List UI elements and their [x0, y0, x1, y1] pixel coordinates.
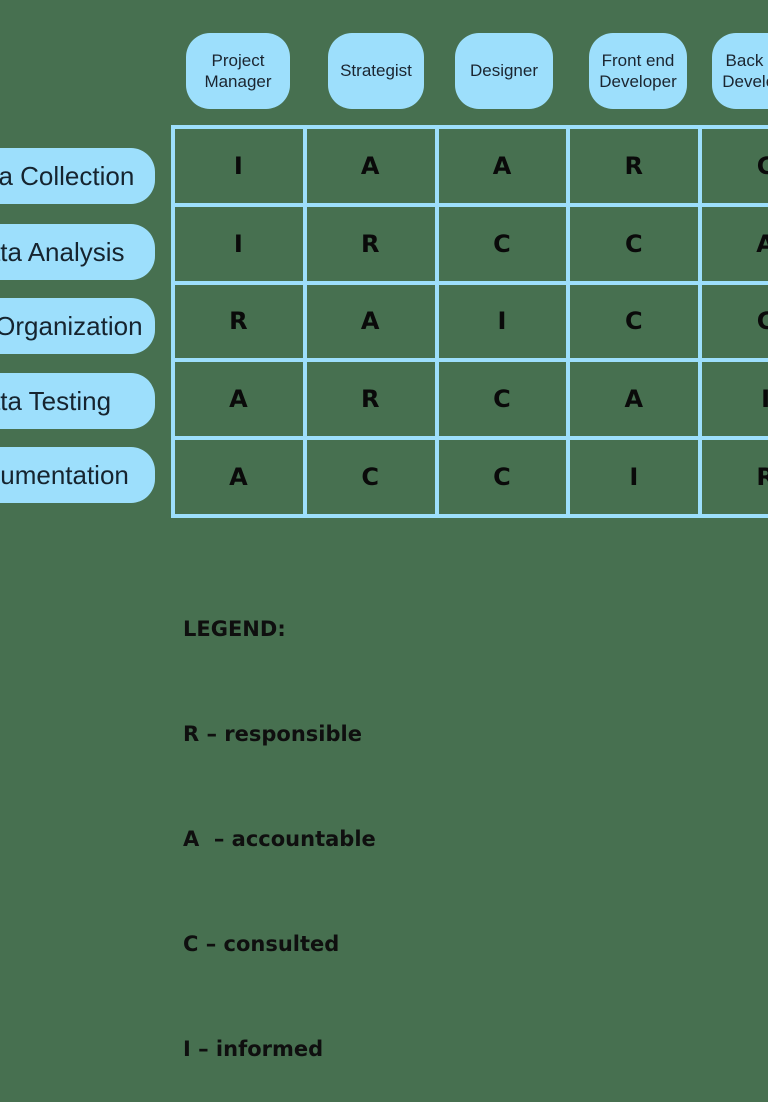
matrix-cell-r4-c2: C: [438, 440, 567, 514]
row-label-data-testing: Data Testing: [0, 373, 155, 429]
row-label-data-analysis: Data Analysis: [0, 224, 155, 280]
legend: LEGEND: R – responsible A – accountable …: [183, 542, 376, 1102]
raci-matrix-grid: I A A R C I R C C A R A I C C A R C A I …: [171, 125, 768, 518]
row-label-data-collection: Data Collection: [0, 148, 155, 204]
matrix-cell-r0-c3: R: [570, 129, 699, 203]
matrix-cell-r2-c2: I: [438, 284, 567, 359]
column-header-designer: Designer: [455, 33, 553, 109]
legend-entry-informed: I – informed: [183, 1037, 324, 1061]
matrix-cell-r4-c3: I: [570, 440, 699, 514]
legend-entry-accountable: A – accountable: [183, 827, 376, 851]
matrix-cell-r0-c1: A: [306, 129, 435, 203]
matrix-cell-r3-c3: A: [570, 362, 699, 437]
legend-entry-responsible: R – responsible: [183, 722, 362, 746]
row-label-data-organization: Data Organization: [0, 298, 155, 354]
legend-title: LEGEND:: [183, 617, 286, 641]
column-header-strategist: Strategist: [328, 33, 424, 109]
matrix-cell-r3-c4: I: [702, 362, 768, 437]
matrix-cell-r0-c2: A: [438, 129, 567, 203]
matrix-cell-r1-c3: C: [570, 206, 699, 281]
column-header-front-end-developer: Front end Developer: [589, 33, 687, 109]
matrix-cell-r2-c4: C: [702, 284, 768, 359]
matrix-cell-r0-c4: C: [702, 129, 768, 203]
matrix-cell-r4-c1: C: [306, 440, 435, 514]
matrix-cell-r0-c0: I: [175, 129, 303, 203]
legend-entry-consulted: C – consulted: [183, 932, 340, 956]
column-header-project-manager: Project Manager: [186, 33, 290, 109]
matrix-cell-r1-c2: C: [438, 206, 567, 281]
matrix-cell-r2-c0: R: [175, 284, 303, 359]
matrix-cell-r1-c0: I: [175, 206, 303, 281]
matrix-cell-r1-c1: R: [306, 206, 435, 281]
matrix-cell-r3-c2: C: [438, 362, 567, 437]
matrix-cell-r3-c1: R: [306, 362, 435, 437]
matrix-cell-r1-c4: A: [702, 206, 768, 281]
matrix-cell-r4-c0: A: [175, 440, 303, 514]
row-label-documentation: Documentation: [0, 447, 155, 503]
matrix-cell-r2-c1: A: [306, 284, 435, 359]
column-header-back-end-developer: Back end Developer: [712, 33, 768, 109]
matrix-cell-r2-c3: C: [570, 284, 699, 359]
matrix-cell-r4-c4: R: [702, 440, 768, 514]
matrix-cell-r3-c0: A: [175, 362, 303, 437]
